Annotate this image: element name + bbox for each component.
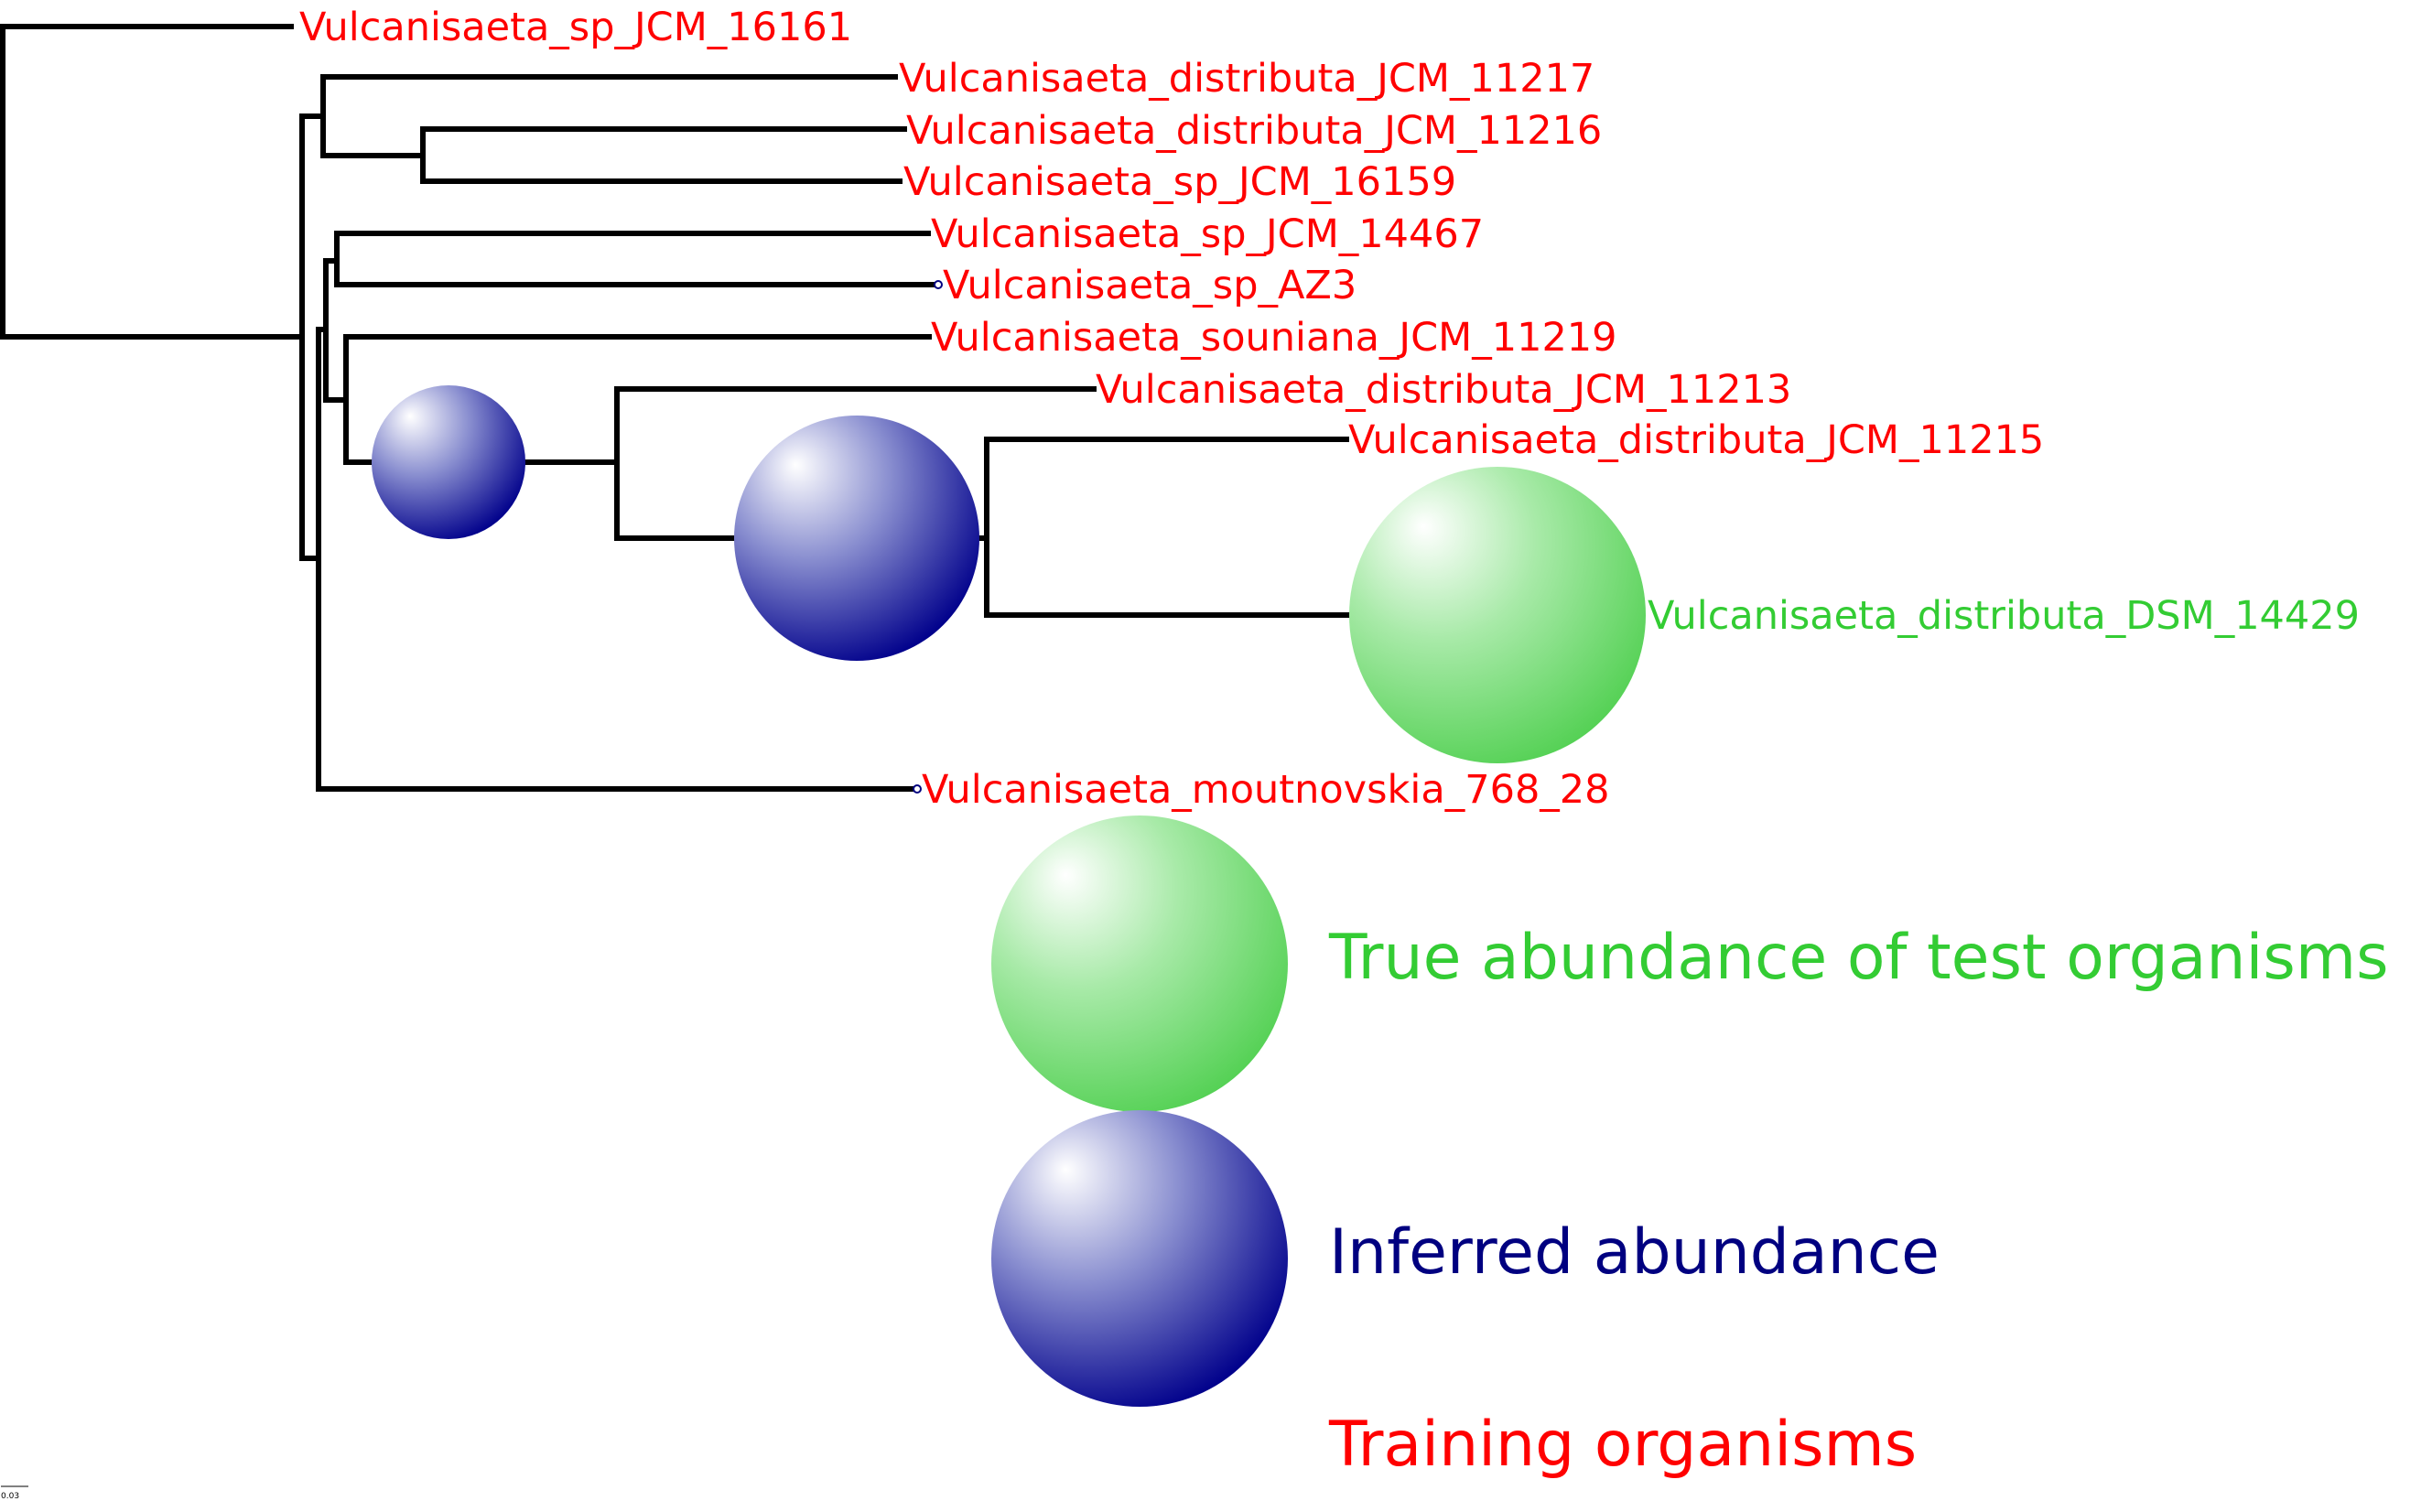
leaf-label: Vulcanisaeta_sp_JCM_16159 [903, 159, 1456, 205]
leaf-label: Vulcanisaeta_sp_JCM_16161 [299, 5, 852, 50]
true-abundance-bubble-l9 [1349, 467, 1646, 763]
leaf-labels: Vulcanisaeta_sp_JCM_16161 Vulcanisaeta_d… [299, 5, 2360, 813]
leaf-label: Vulcanisaeta_distributa_JCM_11213 [1096, 367, 1791, 413]
scale-bar: 0.03 [1, 1485, 28, 1501]
legend-inferred-bubble [991, 1110, 1288, 1407]
leaf-label: Vulcanisaeta_distributa_JCM_11215 [1348, 417, 2044, 463]
leaf-marker-l10 [913, 784, 922, 794]
inferred-abundance-bubble-cladeE [372, 385, 525, 539]
leaf-label: Vulcanisaeta_moutnovskia_768_28 [922, 767, 1610, 813]
legend-test-label: True abundance of test organisms [1328, 922, 2389, 994]
inferred-abundance-bubble-cladeF [734, 416, 979, 661]
legend-training-label: Training organisms [1328, 1409, 1917, 1481]
legend-test-bubble [991, 815, 1288, 1112]
leaf-label: Vulcanisaeta_distributa_JCM_11217 [899, 56, 1594, 102]
legend: True abundance of test organisms Inferre… [991, 815, 2389, 1481]
legend-inferred-label: Inferred abundance [1329, 1216, 1940, 1289]
leaf-label: Vulcanisaeta_distributa_JCM_11216 [906, 108, 1602, 154]
leaf-label: Vulcanisaeta_distributa_DSM_14429 [1648, 593, 2360, 639]
scale-bar-label: 0.03 [1, 1492, 19, 1501]
leaf-label: Vulcanisaeta_sp_AZ3 [943, 263, 1357, 308]
leaf-label: Vulcanisaeta_souniana_JCM_11219 [931, 315, 1617, 361]
leaf-marker-l5 [934, 280, 943, 289]
leaf-label: Vulcanisaeta_sp_JCM_14467 [931, 211, 1484, 257]
